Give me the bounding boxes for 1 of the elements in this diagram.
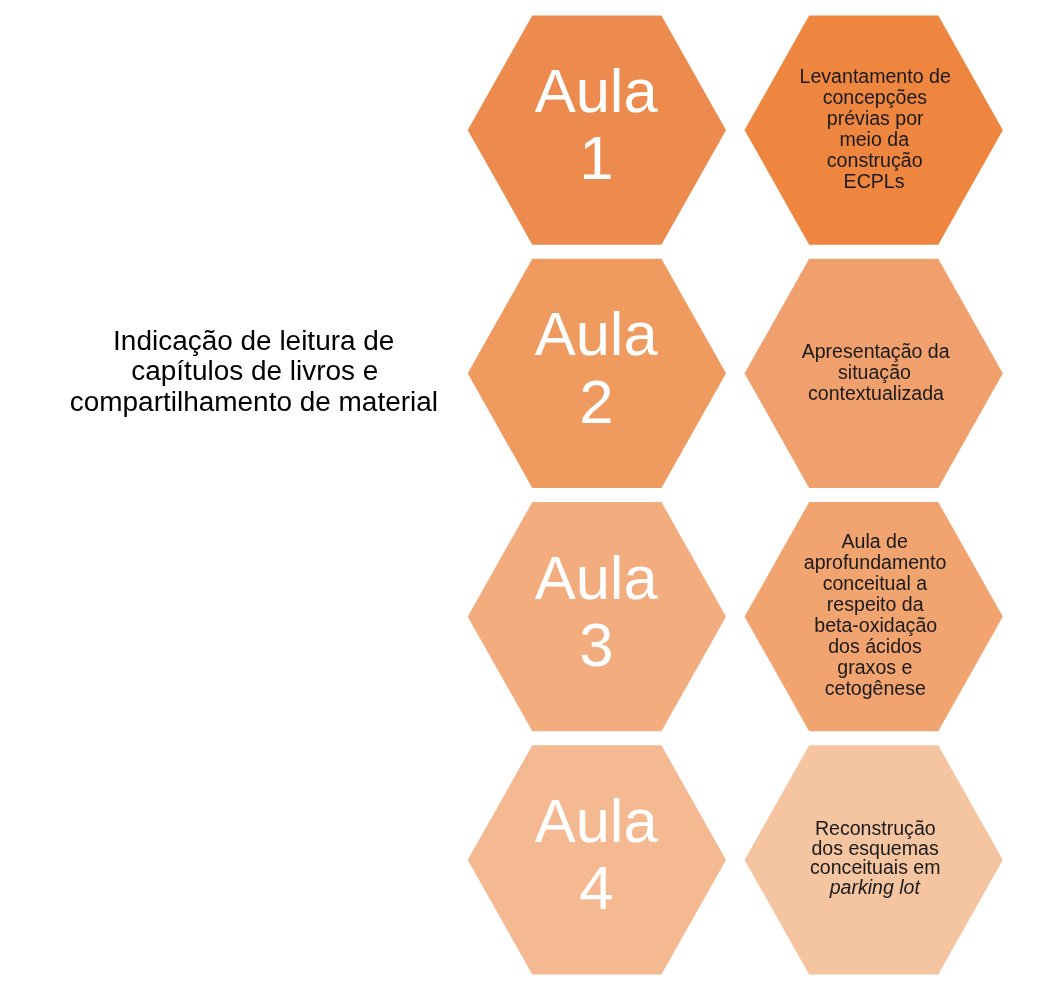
label: Indicação de leitura de capítulos de livros e compartilhamento de material <box>69 324 438 418</box>
